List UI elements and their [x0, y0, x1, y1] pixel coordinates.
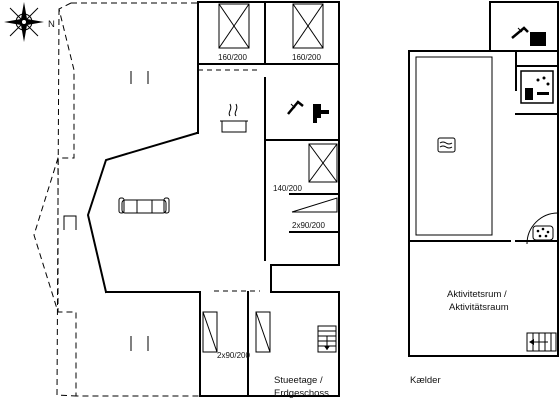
- whirlpool-icon: [526, 212, 559, 245]
- stairs-icon: [526, 332, 557, 352]
- bed-140: [308, 143, 338, 183]
- basement-caption: Kælder: [410, 375, 441, 386]
- bed-label-4: 2x90/200: [292, 221, 325, 230]
- bed-label-5: 2x90/200: [217, 351, 250, 360]
- bed-label-2: 160/200: [292, 53, 321, 62]
- sauna-icon: [520, 70, 554, 104]
- stairs-icon: [317, 325, 337, 353]
- bunk-bed-2: [202, 311, 271, 353]
- basement-walls: [408, 1, 559, 357]
- compass-icon: [4, 2, 44, 42]
- bed-label-1: 160/200: [218, 53, 247, 62]
- ground-floor-walls: [86, 1, 340, 397]
- compass-north-label: N: [48, 19, 55, 30]
- bunk-bed-1: [291, 197, 338, 213]
- kitchen-pot-icon: [220, 103, 248, 133]
- shower-icon: [511, 26, 546, 46]
- activity-room-label-2: Aktivitätsraum: [449, 302, 509, 313]
- activity-room-label-1: Aktivitetsrum /: [447, 289, 507, 300]
- sofa-icon: [118, 197, 170, 214]
- toilet-icon: [313, 104, 329, 123]
- ground-floor-caption-2: Erdgeschoss: [274, 388, 329, 399]
- bed-label-3: 140/200: [273, 184, 302, 193]
- bed-160-2: [292, 3, 324, 49]
- terrace-outline: [33, 2, 200, 397]
- bed-160-1: [218, 3, 250, 49]
- shower-icon: [287, 100, 304, 115]
- pool-icon: [415, 56, 493, 236]
- ground-floor-caption-1: Stueetage /: [274, 375, 323, 386]
